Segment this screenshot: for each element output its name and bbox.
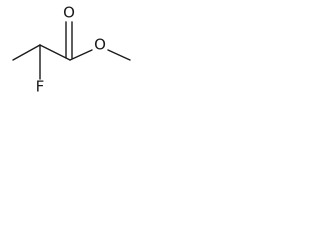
atom-label-ester-oxygen: O [94,36,106,54]
bond-alpha-carbonyl [39,44,71,61]
skeletal-formula: O O F [12,4,131,96]
bond-ester-oxygen-methoxy [107,49,131,61]
bond-methyl-alpha [12,44,41,61]
atom-label-fluorine: F [36,78,45,96]
atom-label-carbonyl-oxygen: O [63,4,75,22]
bond-carbonyl-ester-oxygen [69,49,93,61]
